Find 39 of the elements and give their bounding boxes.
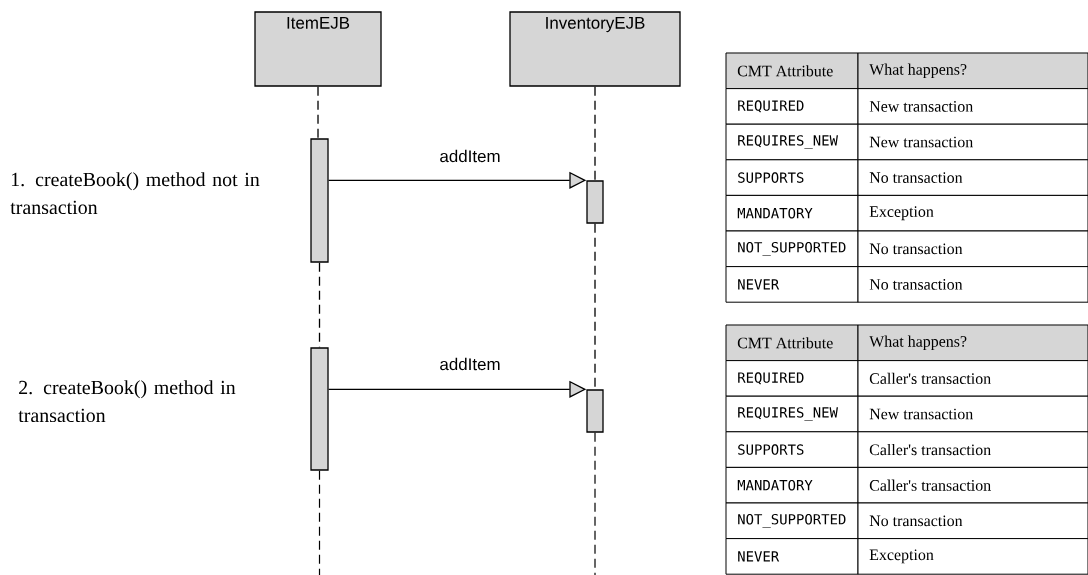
table-cell: NEVER <box>725 266 859 303</box>
lifeline <box>317 86 319 139</box>
table-cell: Exception <box>857 538 1088 575</box>
table-cell: MANDATORY <box>725 194 859 232</box>
edge-label: addItem <box>438 356 502 372</box>
table-cell: SUPPORTS <box>725 431 859 468</box>
lifeline <box>594 86 596 181</box>
table-cell: No transaction <box>857 159 1088 196</box>
table-cell: No transaction <box>857 230 1088 268</box>
lifeline-header-box: InventoryEJB <box>509 11 681 87</box>
note-text: 1. createBook() method not in transaction <box>10 172 260 215</box>
table-cell: New transaction <box>857 395 1088 433</box>
table-cell: SUPPORTS <box>725 159 859 196</box>
edge-label: addItem <box>438 148 502 164</box>
table-header-cell: CMT Attribute <box>725 52 859 90</box>
table-cell: Caller's transaction <box>857 431 1088 468</box>
lifeline <box>594 223 596 390</box>
table-cell: NEVER <box>725 538 859 575</box>
table-cell: REQUIRES_NEW <box>725 123 859 161</box>
table-cell: NOT_SUPPORTED <box>725 502 859 540</box>
table-header-cell: What happens? <box>857 52 1088 90</box>
lifeline-header-box: ItemEJB <box>254 11 382 87</box>
table-cell: New transaction <box>857 123 1088 161</box>
table-cell: MANDATORY <box>725 466 859 504</box>
activation-bar <box>310 138 329 263</box>
table-cell: NOT_SUPPORTED <box>725 230 859 268</box>
table-header-cell: CMT Attribute <box>725 324 859 362</box>
table-cell: REQUIRES_NEW <box>725 395 859 433</box>
note-text: 2. createBook() method in transaction <box>18 380 236 423</box>
table-cell: Exception <box>857 194 1088 232</box>
table-cell: REQUIRED <box>725 360 859 397</box>
table-cell: New transaction <box>857 88 1088 125</box>
activation-bar <box>310 347 329 471</box>
table-cell: Caller's transaction <box>857 360 1088 397</box>
table-cell: REQUIRED <box>725 88 859 125</box>
table-header-cell: What happens? <box>857 324 1088 362</box>
table-cell: Caller's transaction <box>857 466 1088 504</box>
table-cell: No transaction <box>857 502 1088 540</box>
table-cell: No transaction <box>857 266 1088 303</box>
